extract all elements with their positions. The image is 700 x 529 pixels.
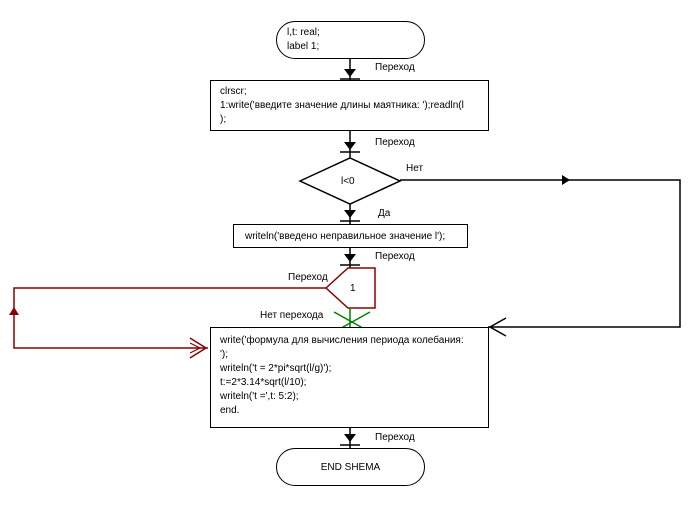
edge-label-transition: Переход (375, 62, 415, 73)
process-box-error: writeln('введено неправильное значение l… (233, 224, 468, 248)
edge-label-goto-transition: Переход (288, 272, 328, 283)
arrow-head-open (189, 337, 208, 359)
process-line: clrscr; (220, 86, 247, 97)
process-line: write('формула для вычисления периода ко… (220, 335, 464, 346)
edge-label-transition: Переход (375, 432, 415, 443)
arrow-head (344, 142, 356, 150)
process-line: writeln('t = 2*pi*sqrt(l/g)'); (220, 363, 332, 374)
connector-decision-no (400, 179, 681, 328)
process-line: '); (220, 349, 229, 360)
edge-label-yes: Да (378, 208, 391, 219)
edge-label-no: Нет (406, 163, 424, 174)
arrow-head-open-inner (189, 342, 202, 354)
start-node: l,t: real; label 1; (276, 21, 425, 59)
arrow-head (344, 69, 356, 77)
process-line: end. (220, 405, 240, 416)
arrow-head (344, 434, 356, 442)
decision-diamond (298, 157, 402, 205)
process-box-compute: write('формула для вычисления периода ко… (210, 327, 489, 428)
start-node-line: label 1; (287, 41, 320, 52)
edge-label-transition: Переход (375, 251, 415, 262)
process-line: 1:write('введите значение длины маятника… (220, 100, 464, 111)
goto-node-shape (324, 267, 376, 309)
process-box-input: clrscr; 1:write('введите значение длины … (210, 80, 489, 131)
arrow-head (562, 175, 570, 185)
arrow-head (9, 307, 19, 315)
end-node: END SHEMA (276, 448, 425, 486)
arrow-head-open (488, 317, 507, 337)
arrow-head (344, 254, 356, 262)
process-line: ); (220, 114, 227, 125)
process-line: writeln('введено неправильное значение l… (245, 231, 446, 242)
arrow-head (344, 210, 356, 218)
goto-node-label: 1 (350, 283, 356, 294)
connector-goto-loop (13, 287, 326, 349)
end-node-label: END SHEMA (320, 462, 381, 473)
edge-label-no-transition: Нет перехода (260, 310, 324, 321)
decision-label: l<0 (341, 176, 355, 187)
process-line: writeln('t =',t: 5:2); (220, 391, 299, 402)
edge-label-transition: Переход (375, 137, 415, 148)
process-line: t:=2*3.14*sqrt(l/10); (220, 377, 307, 388)
start-node-line: l,t: real; (287, 27, 320, 38)
